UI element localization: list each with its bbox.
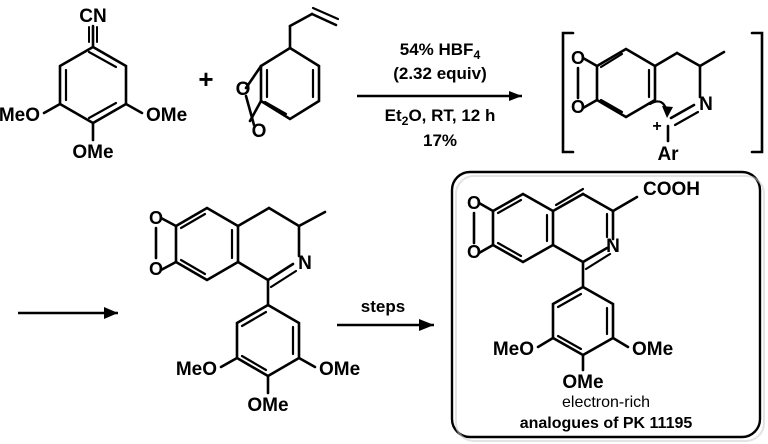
label-int-nitrogen: N <box>699 94 713 115</box>
boxed-product-shadow <box>455 175 765 442</box>
product-dihydroisoquinoline <box>154 206 327 395</box>
label-int-aryl: Ar <box>657 144 679 165</box>
intermediate-brackets <box>561 31 764 154</box>
label-safrole-o-top: O <box>236 79 251 100</box>
label-p1-ome-bottom: OMe <box>247 395 288 416</box>
label-safrole-o-bottom: O <box>252 121 267 142</box>
label-meo-left: MeO <box>0 105 40 126</box>
steps-arrow <box>337 319 434 331</box>
label-p1-o-bottom: O <box>149 259 163 279</box>
condition-yield: 17% <box>423 131 457 150</box>
boxed-product-caption-line1: electron-rich <box>562 394 650 411</box>
label-int-o-bottom: O <box>571 97 585 117</box>
label-p2-meo-left: MeO <box>493 339 534 360</box>
label-int-o-top: O <box>571 48 585 68</box>
intermediate-nitrilium <box>576 47 726 143</box>
label-p2-ome-right: OMe <box>632 339 673 360</box>
label-ome-right: OMe <box>146 105 187 126</box>
label-p2-o-bottom: O <box>467 242 481 262</box>
label-p1-o-top: O <box>149 208 163 228</box>
label-p2-nitrogen: N <box>606 236 620 257</box>
boxed-product-caption-line2: analogues of PK 11195 <box>520 415 693 432</box>
label-int-charge: + <box>652 118 661 135</box>
label-p2-ome-bottom: OMe <box>562 372 603 393</box>
condition-solvent: Et2O, RT, 12 h <box>385 106 496 128</box>
label-ome-bottom: OMe <box>72 142 113 163</box>
label-p2-o-top: O <box>467 193 481 213</box>
product-isoquinoline-acid <box>472 187 639 372</box>
continuation-arrow <box>18 307 118 319</box>
boxed-product-frame <box>450 170 762 439</box>
label-p2-carboxyl: COOH <box>643 179 700 200</box>
reactant-trimethoxybenzonitrile <box>42 24 144 142</box>
label-p1-ome-right: OMe <box>319 359 360 380</box>
reaction-arrow-row1 <box>357 91 522 101</box>
plus-sign: + <box>198 64 213 94</box>
condition-equiv: (2.32 equiv) <box>393 64 487 83</box>
label-p1-meo-left: MeO <box>176 359 217 380</box>
condition-reagent: 54% HBF4 <box>400 40 481 62</box>
label-p1-nitrogen: N <box>298 253 312 274</box>
steps-arrow-label: steps <box>361 297 405 316</box>
reactant-safrole <box>244 6 340 127</box>
label-nitrile: CN <box>79 6 106 27</box>
